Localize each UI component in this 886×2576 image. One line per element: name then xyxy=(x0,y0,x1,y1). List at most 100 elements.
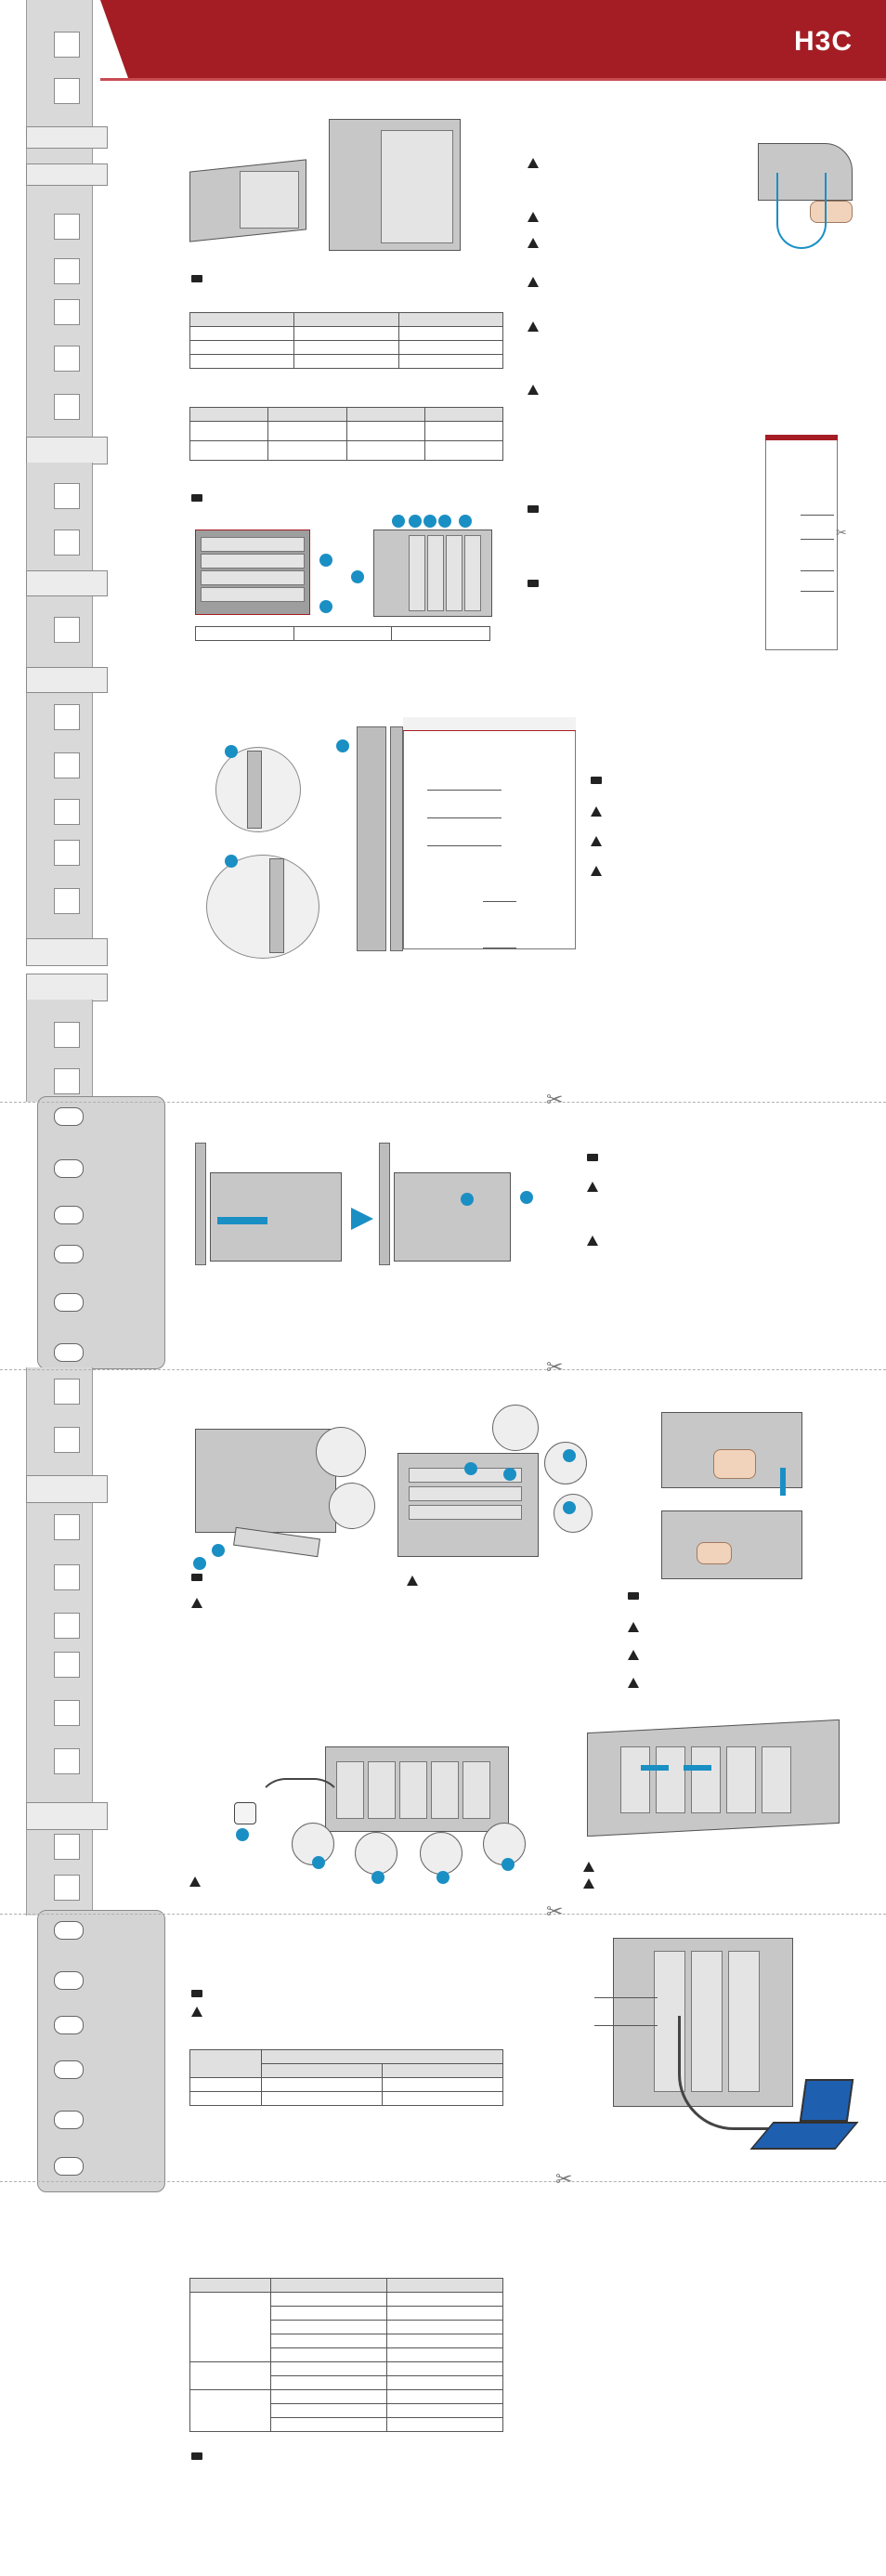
callout-marker xyxy=(503,1468,516,1481)
table-cell xyxy=(423,440,504,461)
table-cell xyxy=(293,340,399,355)
callout-marker xyxy=(236,1828,249,1841)
bracket-hole xyxy=(54,1206,84,1224)
cut-line xyxy=(0,1102,886,1103)
rail-tab xyxy=(26,163,108,186)
rail-slot xyxy=(54,840,80,866)
table-cell xyxy=(189,440,269,461)
bracket-hole xyxy=(54,1971,84,1990)
table-cell xyxy=(189,421,269,441)
rail-slot xyxy=(54,704,80,730)
table-cell xyxy=(382,2077,503,2092)
table-cell xyxy=(189,2049,262,2078)
card-slot xyxy=(409,1486,522,1501)
spec-table-2 xyxy=(189,407,504,461)
rack-zoom-circle-bottom xyxy=(206,855,319,959)
callout-marker xyxy=(563,1449,576,1462)
warning-icon xyxy=(628,1650,639,1660)
table-cell xyxy=(386,2278,503,2293)
table-cell xyxy=(270,2375,387,2390)
esd-wrist-illustration xyxy=(810,201,853,223)
table-cell xyxy=(386,2375,503,2390)
bracket-hole xyxy=(54,2157,84,2176)
rail-tab xyxy=(26,570,108,596)
table-cell xyxy=(189,2091,262,2106)
rail-slot xyxy=(54,799,80,825)
table-cell xyxy=(189,2389,271,2432)
rack-post xyxy=(195,1143,206,1265)
table-cell xyxy=(386,2347,503,2362)
table-cell xyxy=(270,2403,387,2418)
table-cell xyxy=(397,354,504,369)
warning-icon xyxy=(191,2007,202,2017)
table-cell xyxy=(386,2306,503,2321)
callout-marker xyxy=(502,1858,515,1871)
callout-marker xyxy=(312,1856,325,1869)
note-icon xyxy=(191,1574,202,1581)
table-cell xyxy=(270,2320,387,2334)
table-cell xyxy=(386,2361,503,2376)
console-cable xyxy=(678,2016,801,2130)
rear-slot xyxy=(427,535,444,611)
table-cell xyxy=(382,2091,503,2106)
table-cell xyxy=(270,2278,387,2293)
callout-marker xyxy=(423,515,436,528)
callout-marker xyxy=(351,570,364,583)
callout-marker xyxy=(436,1871,450,1884)
warning-icon xyxy=(628,1678,639,1688)
callout-marker xyxy=(464,1462,477,1475)
leader-line xyxy=(483,901,516,902)
legend-table xyxy=(195,626,490,641)
rail-slot xyxy=(54,1427,80,1453)
hand-illustration xyxy=(697,1542,732,1564)
header-underline xyxy=(100,78,886,81)
table-cell xyxy=(189,2077,262,2092)
warning-icon xyxy=(528,158,539,168)
rail-slot xyxy=(54,752,80,778)
front-slot xyxy=(201,570,305,585)
template-header xyxy=(403,717,576,731)
table-cell xyxy=(386,2334,503,2348)
leader-line xyxy=(594,1997,658,1998)
zoom-circle xyxy=(420,1832,463,1875)
rack-post xyxy=(357,726,386,951)
table-cell xyxy=(267,440,347,461)
table-cell xyxy=(293,626,393,641)
rear-slot xyxy=(409,535,425,611)
leader-line xyxy=(427,845,502,846)
rail-slot xyxy=(54,32,80,58)
rail-slot xyxy=(54,1022,80,1048)
table-cell xyxy=(270,2347,387,2362)
power-module xyxy=(726,1746,756,1813)
insert-arrow xyxy=(780,1468,786,1496)
callout-marker xyxy=(459,515,472,528)
rail-tab xyxy=(26,974,108,1001)
warning-icon xyxy=(591,836,602,846)
leader-line xyxy=(801,591,834,592)
rail-tab xyxy=(26,437,108,464)
cut-line xyxy=(0,2181,886,2182)
warning-icon xyxy=(528,238,539,248)
callout-marker xyxy=(392,515,405,528)
callout-marker xyxy=(438,515,451,528)
rail-slot xyxy=(54,1068,80,1094)
rail-tab xyxy=(26,1475,108,1503)
chassis-on-rack-after xyxy=(394,1172,511,1262)
rail-slot xyxy=(54,1700,80,1726)
power-module xyxy=(762,1746,791,1813)
leader-line xyxy=(801,570,834,571)
note-icon xyxy=(191,1990,202,1997)
push-arrow xyxy=(217,1217,267,1224)
zoom-circle xyxy=(492,1405,539,1451)
note-icon xyxy=(191,494,202,502)
hand-illustration xyxy=(713,1449,756,1479)
label-document-illustration xyxy=(765,435,838,650)
table-cell xyxy=(189,354,295,369)
table-cell xyxy=(270,2334,387,2348)
note-icon xyxy=(591,777,602,784)
table-cell xyxy=(189,312,295,327)
callout-marker xyxy=(563,1501,576,1514)
note-icon xyxy=(191,275,202,282)
arrow-right-icon xyxy=(351,1208,373,1230)
